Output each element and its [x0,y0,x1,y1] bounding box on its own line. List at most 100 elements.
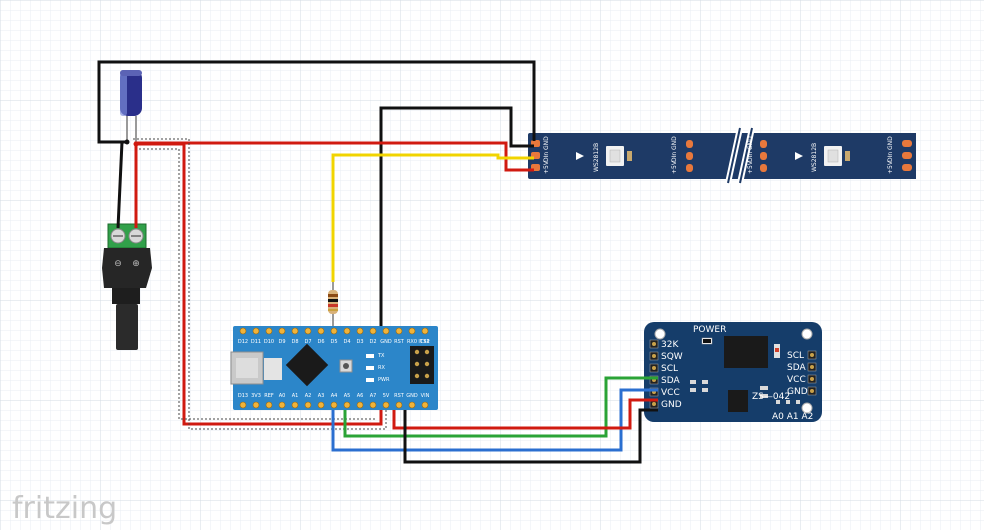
nano-bottom-pin[interactable] [304,401,312,409]
wire-gnd-top-loop [97,60,536,144]
wires [97,60,658,464]
wire-5v-strip [134,141,534,228]
nano-top-pin[interactable] [408,327,416,335]
nano-top-pin[interactable] [395,327,403,335]
arduino-board [233,326,438,410]
nano-bottom-pin[interactable] [278,401,286,409]
nano-bottom-pin-label: A7 [370,393,377,399]
mount-hole [801,328,813,340]
nano-bottom-pin[interactable] [369,401,377,409]
jack-negative-symbol: ⊖ [114,259,122,269]
nano-bottom-pin-label: REF [264,393,274,399]
nano-bottom-pin[interactable] [343,401,351,409]
nano-bottom-pin-label: GND [406,393,418,399]
wire-data [331,153,534,282]
nano-bottom-pin[interactable] [395,401,403,409]
rx-led [366,366,374,370]
nano-top-pin[interactable] [421,327,429,335]
electrolytic-capacitor[interactable] [120,70,142,142]
rtc-power-label: POWER [693,325,726,335]
nano-top-pin-label: D5 [330,339,337,345]
nano-top-pin[interactable] [382,327,390,335]
nano-top-pin[interactable] [278,327,286,335]
nano-top-pin-label: GND [380,339,392,345]
nano-bottom-pin[interactable] [421,401,429,409]
nano-top-pin[interactable] [252,327,260,335]
nano-top-pin[interactable] [369,327,377,335]
jack-positive-symbol: ⊕ [132,259,140,269]
nano-top-pin[interactable] [239,327,247,335]
dc-barrel-jack[interactable]: ⊖ ⊕ [102,223,152,350]
nano-top-pin[interactable] [304,327,312,335]
nano-top-pin-label: D10 [264,339,274,345]
nano-top-pin-label: D6 [317,339,324,345]
fritzing-logo: fritzing [12,491,117,526]
nano-top-pin-label: D8 [291,339,298,345]
eeprom-chip [728,390,748,412]
reset-area [264,358,282,380]
nano-top-pin-label: D12 [238,339,248,345]
nano-bottom-pin[interactable] [408,401,416,409]
nano-top-pin[interactable] [356,327,364,335]
tx-label: TX [377,353,385,359]
nano-bottom-pin[interactable] [265,401,273,409]
nano-top-pin[interactable] [291,327,299,335]
data-direction-arrow-2 [795,152,803,160]
strip-pin-label: +5V [671,160,678,174]
led-chip-2-label: WS2812B [811,143,818,172]
strip-break-mark-1 [727,127,741,184]
nano-top-pin[interactable] [317,327,325,335]
nano-bottom-pin-label: VIN [421,393,430,399]
nano-bottom-pin-label: 3V3 [251,393,261,399]
resistor[interactable] [328,282,338,326]
nano-top-pin-label: D7 [304,339,311,345]
jack-plug [116,304,138,350]
nano-top-pin[interactable] [343,327,351,335]
wire-sda [331,388,658,452]
rtc-right-pin-label: GND [787,387,808,397]
nano-bottom-pin[interactable] [252,401,260,409]
rx-label: RX [378,365,385,371]
mount-hole [801,402,813,414]
rtc-left-pin-label: 32K [661,340,679,350]
nano-bottom-pin[interactable] [291,401,299,409]
strip-pin-label: DIn [671,152,678,162]
nano-top-pin[interactable] [265,327,273,335]
icsp-label: ICSP [418,339,429,345]
nano-top-pin[interactable] [330,327,338,335]
wire-gnd-nano [379,106,534,326]
nano-bottom-pin[interactable] [330,401,338,409]
jack-collar [112,288,140,304]
rtc-left-pin-label: VCC [661,388,680,398]
wire-rtc-vcc [392,398,658,430]
microcontroller-chip [285,343,329,387]
nano-top-pin-label: D4 [343,339,350,345]
nano-top-pin-label: D3 [356,339,363,345]
ds3231-chip [724,336,768,368]
data-direction-arrow [576,152,584,160]
rtc-model-label: ZS—042 [752,392,790,402]
strip-pin-label: +5V [543,160,550,174]
power-led [366,378,374,382]
strip-break-mark-2 [739,127,753,184]
strip-pin-label: DIn [543,152,550,162]
led-chip-1 [606,146,632,166]
nano-top-pin-label: RST [394,339,405,345]
nano-bottom-pin[interactable] [317,401,325,409]
nano-bottom-pin[interactable] [356,401,364,409]
wire-selection-outline [133,138,387,430]
nano-top-pin-label: RX0 [407,339,417,345]
wire-rtc-gnd [403,408,658,464]
nano-bottom-pin-label: 5V [383,393,390,399]
icsp-header [410,346,434,384]
nano-bottom-pin-label: A2 [305,393,312,399]
nano-bottom-pin-label: A6 [357,393,364,399]
nano-bottom-pin[interactable] [382,401,390,409]
nano-bottom-pin[interactable] [239,401,247,409]
rtc-address-label: A0 A1 A2 [772,412,813,422]
